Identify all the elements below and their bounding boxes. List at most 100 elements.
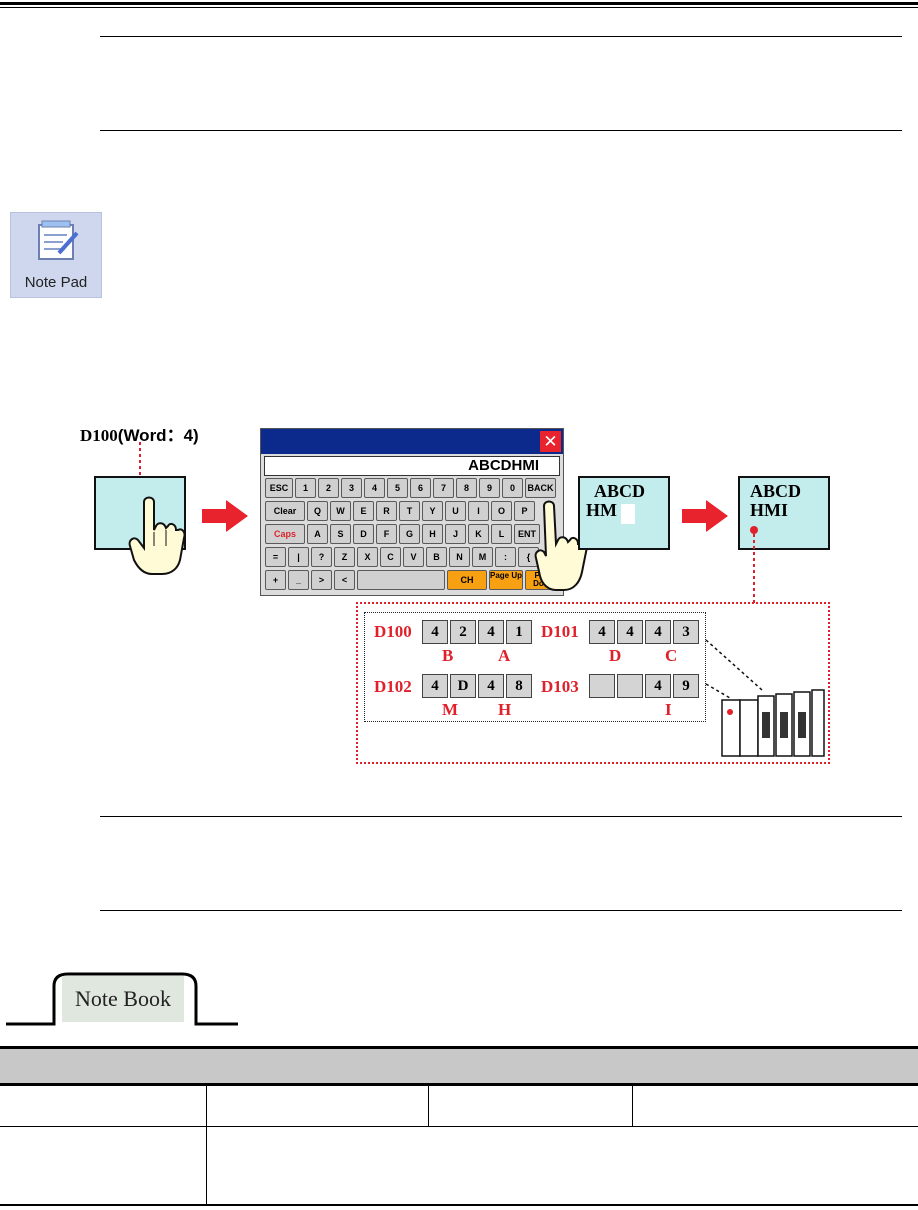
key-row3-0[interactable]: Caps [265,524,305,544]
key-row1-5[interactable]: 5 [387,478,408,498]
key-row2-9[interactable]: O [491,501,512,521]
key-row1-8[interactable]: 8 [456,478,477,498]
register-label-1: D101 [541,622,579,641]
key-row1-2[interactable]: 2 [318,478,339,498]
key-row4-10[interactable]: : [495,547,516,567]
plc-icon [705,639,825,757]
display-before-line1: ABCD [594,481,646,501]
key-row1-6[interactable]: 6 [410,478,431,498]
close-icon[interactable]: ✕ [540,431,561,452]
key-row5-3[interactable]: < [334,570,355,590]
notebook-label: Note Book [62,976,184,1022]
register-cell-2-2: 4 [478,674,504,698]
key-row2-8[interactable]: I [468,501,489,521]
key-row5-4[interactable] [357,570,445,590]
key-row3-6[interactable]: H [422,524,443,544]
register-cell-2-3: 8 [506,674,532,698]
arrow-right-icon-1 [202,500,248,532]
key-row2-10[interactable]: P [514,501,535,521]
key-row1-0[interactable]: ESC [265,478,293,498]
key-row1-1[interactable]: 1 [295,478,316,498]
register-title-reg: D100 [80,426,118,445]
table-header [0,1046,918,1086]
register-label-0: D100 [374,622,412,641]
key-row5-6[interactable]: Page Up [489,570,523,590]
register-title: D100(Word：4) [80,421,199,446]
key-row4-3[interactable]: Z [334,547,355,567]
table-col-1 [206,1086,207,1204]
key-row5-0[interactable]: + [265,570,286,590]
register-char-2-0: M [442,700,459,719]
key-row5-5[interactable]: CH [447,570,487,590]
key-row4-4[interactable]: X [357,547,378,567]
key-row1-7[interactable]: 7 [433,478,454,498]
register-label-2: D102 [374,677,412,696]
register-area [356,602,830,764]
register-cell-1-3: 3 [673,620,699,644]
section-rule-1 [100,36,902,37]
display-before-line2: HM [586,500,617,520]
register-cell-2-1: D [450,674,476,698]
key-row2-1[interactable]: Q [307,501,328,521]
key-row3-10[interactable]: ENT [514,524,540,544]
key-row5-2[interactable]: > [311,570,332,590]
key-row4-7[interactable]: B [426,547,447,567]
display-object-before[interactable]: ABCD HM [578,476,670,550]
key-row4-0[interactable]: = [265,547,286,567]
key-row1-9[interactable]: 9 [479,478,500,498]
section-rule-4 [100,910,902,911]
register-char-2-1: H [498,700,512,719]
register-cell-1-0: 4 [589,620,615,644]
key-row3-9[interactable]: L [491,524,512,544]
key-row4-1[interactable]: | [288,547,309,567]
key-row2-7[interactable]: U [445,501,466,521]
key-row4-5[interactable]: C [380,547,401,567]
key-row2-6[interactable]: Y [422,501,443,521]
key-row5-1[interactable]: _ [288,570,309,590]
register-char-1-1: C [665,646,678,665]
notebook-tab-outline [6,972,238,1026]
display-after-line1: ABCD [750,481,802,501]
register-cell-0-2: 4 [478,620,504,644]
register-char-3-1: I [665,700,672,719]
display-after-line2: HMI [750,500,788,520]
key-row2-5[interactable]: T [399,501,420,521]
key-row3-8[interactable]: K [468,524,489,544]
note-pad-label: Note Pad [24,274,88,291]
section-rule-3 [100,816,902,817]
key-row2-4[interactable]: R [376,501,397,521]
register-char-0-1: A [498,646,511,665]
key-row3-5[interactable]: G [399,524,420,544]
keyboard-display: ABCDHMI [264,456,560,476]
hand-pointer-icon [128,496,186,575]
key-row3-2[interactable]: S [330,524,351,544]
section-rule-2 [100,130,902,131]
pointer-leader-2 [750,526,758,604]
keyboard-titlebar [261,429,563,454]
key-row4-11[interactable]: { [518,547,539,567]
note-pad-icon[interactable]: Note Pad [10,212,102,298]
register-char-0-0: B [442,646,454,665]
register-group [364,612,706,722]
key-row3-7[interactable]: J [445,524,466,544]
key-row4-6[interactable]: V [403,547,424,567]
key-row2-2[interactable]: W [330,501,351,521]
key-row3-4[interactable]: F [376,524,397,544]
key-row1-3[interactable]: 3 [341,478,362,498]
display-object-after[interactable]: ABCD HMI [738,476,830,550]
key-row4-2[interactable]: ? [311,547,332,567]
key-row1-11[interactable]: BACK [525,478,556,498]
key-row3-1[interactable]: A [307,524,328,544]
text-cursor [621,504,635,524]
key-row1-10[interactable]: 0 [502,478,523,498]
key-row2-3[interactable]: E [353,501,374,521]
register-cell-0-3: 1 [506,620,532,644]
key-row1-4[interactable]: 4 [364,478,385,498]
key-row3-3[interactable]: D [353,524,374,544]
key-row2-0[interactable]: Clear [265,501,305,521]
key-row4-9[interactable]: M [472,547,493,567]
register-cell-3-3: 9 [673,674,699,698]
key-row4-8[interactable]: N [449,547,470,567]
table-row-rule-1 [0,1126,918,1127]
